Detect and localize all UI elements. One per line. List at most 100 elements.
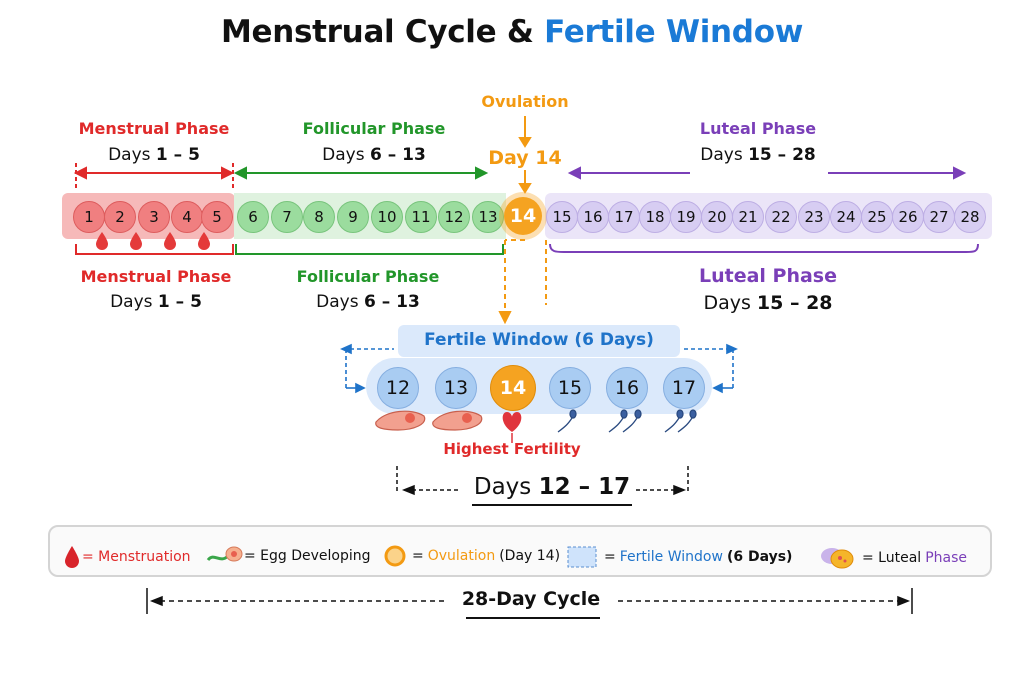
legend-fertile-days: (6 Days) — [726, 549, 793, 565]
ovulation-day-label: Day 14 — [488, 147, 562, 169]
legend-luteal-eq: = Luteal — [862, 550, 922, 566]
cycle-length-label: 28-Day Cycle — [461, 588, 601, 610]
day-circle-15: 15 — [546, 201, 578, 233]
ovulation-arrows — [498, 116, 547, 325]
menstrual-phase-bottom-label: Menstrual Phase — [80, 267, 232, 286]
days-prefix: Days — [700, 145, 743, 165]
ovulation-label: Ovulation — [481, 92, 569, 111]
title-prefix: Menstrual Cycle & — [220, 14, 534, 50]
day-circle-9: 9 — [337, 201, 369, 233]
legend-luteal-word: Phase — [925, 550, 967, 566]
day-circle-13: 13 — [472, 201, 504, 233]
highest-fertility-label: Highest Fertility — [443, 440, 581, 458]
blood-drops — [96, 232, 210, 250]
title-highlight: Fertile Window — [544, 14, 804, 50]
follicular-top-arrow — [233, 166, 489, 180]
day-circle-24: 24 — [830, 201, 862, 233]
day-circle-21: 21 — [732, 201, 764, 233]
luteal-top-arrow — [567, 166, 967, 180]
day-circle-16: 16 — [577, 201, 609, 233]
days-prefix: Days — [108, 145, 151, 165]
legend-fertile: = Fertile Window (6 Days) — [566, 544, 792, 570]
range-value: 12 – 17 — [538, 474, 631, 500]
egg-developing-icon — [206, 546, 243, 562]
day-circle-23: 23 — [798, 201, 830, 233]
follicular-phase-bottom-label: Follicular Phase — [296, 267, 440, 286]
fertile-day-circle-16: 16 — [606, 367, 648, 409]
page-title: Menstrual Cycle & Fertile Window — [0, 14, 1024, 50]
egg-developing-icon-day13 — [432, 410, 483, 431]
menstrual-days-top: Days 1 – 5 — [64, 145, 244, 165]
blood-drop-icon — [65, 546, 79, 568]
day-circle-1: 1 — [73, 201, 105, 233]
day-circle-28: 28 — [954, 201, 986, 233]
days-prefix: Days — [703, 292, 751, 314]
days-range: 1 – 5 — [155, 145, 200, 165]
day-circle-12: 12 — [438, 201, 470, 233]
legend-ovulation-word: Ovulation — [427, 548, 496, 564]
luteal-phase-top-label: Luteal Phase — [699, 119, 817, 138]
fertile-day-circle-14: 14 — [490, 365, 536, 411]
fertile-range-label: Days 12 – 17 — [462, 474, 642, 500]
day-circle-22: 22 — [765, 201, 797, 233]
follicular-days-bottom: Days 6 – 13 — [278, 292, 458, 312]
menstrual-phase-top-label: Menstrual Phase — [78, 119, 230, 138]
day-circle-20: 20 — [701, 201, 733, 233]
egg-developing-icon-day12 — [375, 410, 426, 431]
days-range: 6 – 13 — [364, 292, 420, 312]
days-prefix: Days — [110, 292, 153, 312]
day-circle-8: 8 — [303, 201, 335, 233]
fertile-window-header — [398, 325, 680, 357]
day-circle-10: 10 — [371, 201, 403, 233]
day-circle-14: 14 — [504, 197, 542, 235]
range-prefix: Days — [473, 474, 532, 500]
day-circle-2: 2 — [104, 201, 136, 233]
luteal-phase-bottom-label: Luteal Phase — [698, 265, 838, 287]
menstrual-days-bottom: Days 1 – 5 — [66, 292, 246, 312]
day-circle-27: 27 — [923, 201, 955, 233]
follicular-phase-top-label: Follicular Phase — [302, 119, 446, 138]
follicular-days-top: Days 6 – 13 — [284, 145, 464, 165]
days-range: 1 – 5 — [157, 292, 202, 312]
day-circle-17: 17 — [608, 201, 640, 233]
day-circle-4: 4 — [171, 201, 203, 233]
legend-egg-text: = Egg Developing — [244, 548, 371, 564]
day-circle-18: 18 — [639, 201, 671, 233]
legend-luteal: = Luteal Phase — [818, 544, 967, 572]
days-range: 15 – 28 — [756, 292, 833, 314]
legend-menstruation: = Menstruation — [62, 544, 191, 570]
fertile-day-circle-13: 13 — [435, 367, 477, 409]
fertile-window-side-arrows — [340, 343, 738, 394]
luteal-body-icon — [821, 548, 854, 569]
fertile-day-circle-17: 17 — [663, 367, 705, 409]
day-circle-6: 6 — [237, 201, 269, 233]
day-circle-11: 11 — [405, 201, 437, 233]
day-circle-3: 3 — [138, 201, 170, 233]
ovulation-circle-icon — [384, 545, 406, 567]
luteal-days-top: Days 15 – 28 — [668, 145, 848, 165]
luteal-bracket — [549, 243, 979, 253]
day-circle-5: 5 — [201, 201, 233, 233]
legend-ovulation: = Ovulation (Day 14) — [384, 544, 560, 568]
fertile-window-label: Fertile Window (6 Days) — [424, 330, 654, 350]
heart-icon — [502, 412, 522, 432]
follicular-bracket — [235, 244, 504, 255]
menstrual-bracket — [75, 244, 234, 255]
days-prefix: Days — [316, 292, 359, 312]
menstrual-top-arrow — [73, 163, 235, 190]
days-range: 15 – 28 — [748, 145, 816, 165]
sperm-icons — [557, 409, 697, 433]
legend-egg: = Egg Developing — [206, 544, 371, 568]
fertile-day-circle-15: 15 — [549, 367, 591, 409]
fertile-window-swatch-icon — [567, 546, 597, 568]
day-circle-26: 26 — [892, 201, 924, 233]
day-circle-25: 25 — [861, 201, 893, 233]
legend-fertile-word: Fertile Window — [619, 549, 723, 565]
fertile-range-arrow — [396, 466, 689, 506]
fertile-day-circle-12: 12 — [377, 367, 419, 409]
legend-fertile-eq: = — [604, 549, 616, 565]
day-circle-19: 19 — [670, 201, 702, 233]
legend-menstruation-text: = Menstruation — [82, 549, 191, 565]
legend-ovulation-eq: = — [412, 548, 424, 564]
legend-ovulation-day: (Day 14) — [499, 548, 561, 564]
